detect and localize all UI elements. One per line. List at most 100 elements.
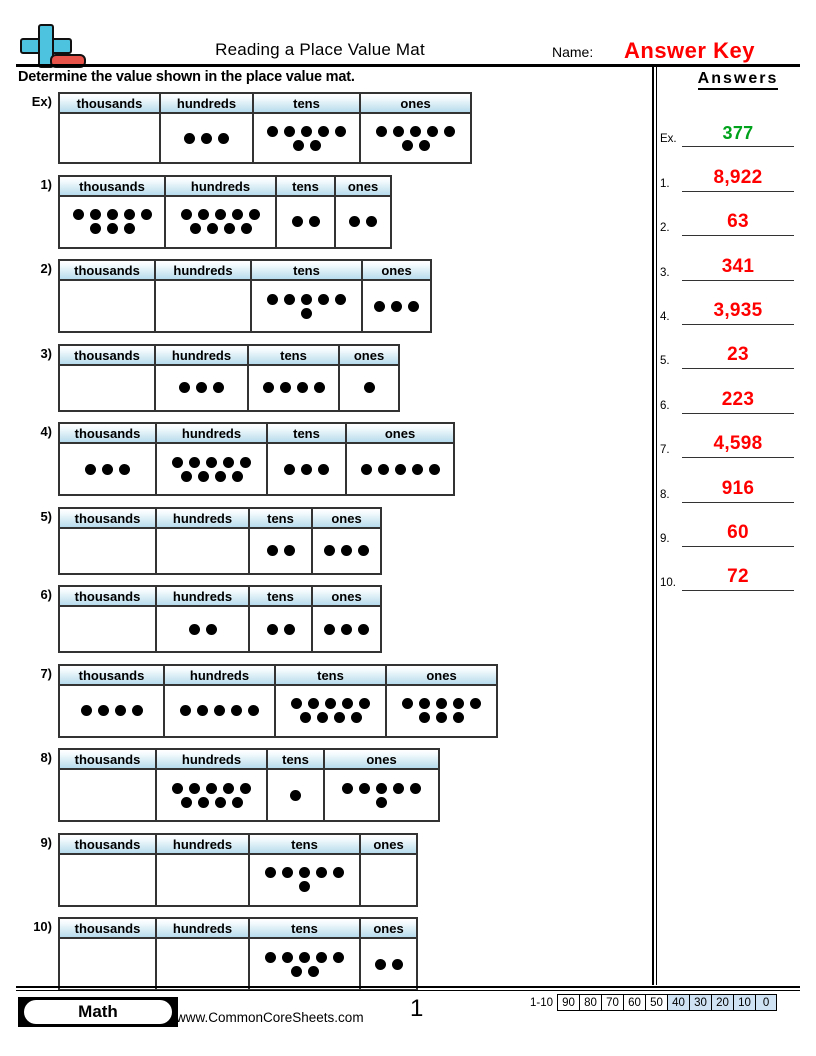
- mat-cell-thousands[interactable]: [60, 939, 157, 989]
- dot-group: [157, 770, 266, 820]
- mat-body-row: [60, 444, 453, 494]
- mat-cell-tens[interactable]: [277, 196, 336, 247]
- dot-row: [363, 957, 414, 971]
- dot-group: [60, 686, 163, 736]
- mat-cell-ones[interactable]: [313, 607, 380, 651]
- mat-cell-thousands[interactable]: [60, 685, 165, 736]
- answer-key-stamp: Answer Key: [624, 38, 755, 63]
- mat-cell-thousands[interactable]: [60, 770, 157, 820]
- mat-cell-ones[interactable]: [340, 365, 398, 410]
- mat-cell-tens[interactable]: [268, 770, 325, 820]
- mat-cell-hundreds[interactable]: [166, 196, 277, 247]
- place-value-dot: [470, 698, 481, 709]
- dot-row: [167, 704, 272, 718]
- mat-cell-hundreds[interactable]: [157, 607, 250, 651]
- dot-group: [340, 366, 398, 410]
- mat-cell-thousands[interactable]: [60, 114, 161, 162]
- mat-cell-hundreds[interactable]: [161, 114, 254, 162]
- dot-row: [159, 469, 264, 483]
- mat-cell-tens[interactable]: [252, 281, 363, 331]
- place-value-dot: [436, 698, 447, 709]
- score-box: 80: [579, 994, 602, 1011]
- mat-cell-thousands[interactable]: [60, 365, 156, 410]
- mat-cell-tens[interactable]: [250, 607, 313, 651]
- answer-number: 9.: [660, 532, 670, 545]
- mat-cell-ones[interactable]: [363, 281, 430, 331]
- mat-cell-tens[interactable]: [268, 444, 347, 494]
- mat-cell-ones[interactable]: [336, 196, 390, 247]
- mat-cell-tens[interactable]: [254, 114, 361, 162]
- mat-cell-tens[interactable]: [276, 685, 387, 736]
- mat-cell-tens[interactable]: [250, 939, 361, 989]
- mat-cell-ones[interactable]: [361, 114, 470, 162]
- place-value-dot: [301, 293, 312, 305]
- place-value-dot: [324, 623, 335, 635]
- mat-cell-ones[interactable]: [325, 770, 438, 820]
- mat-cell-thousands[interactable]: [60, 607, 157, 651]
- place-value-dot: [428, 463, 440, 475]
- answer-blank-line: [682, 412, 794, 414]
- place-value-dot: [290, 965, 302, 977]
- dot-row: [159, 795, 264, 809]
- answer-row: 7.4,598: [660, 415, 806, 459]
- mat-cell-thousands[interactable]: [60, 444, 157, 494]
- dot-group: [250, 939, 359, 989]
- problem-number: 4): [40, 424, 52, 439]
- dot-group: [387, 686, 496, 736]
- score-box: 10: [733, 994, 756, 1011]
- mat-header-hundreds: hundreds: [156, 345, 249, 366]
- mat-cell-thousands[interactable]: [60, 528, 157, 573]
- answer-row: 3.341: [660, 237, 806, 281]
- mat-cell-hundreds[interactable]: [157, 444, 268, 494]
- mat-cell-ones[interactable]: [361, 939, 416, 989]
- place-value-dot: [223, 782, 234, 794]
- dot-row: [62, 704, 161, 718]
- mat-cell-ones[interactable]: [313, 528, 380, 573]
- mat-cell-tens[interactable]: [250, 528, 313, 573]
- mat-cell-hundreds[interactable]: [156, 281, 252, 331]
- mat-cell-hundreds[interactable]: [157, 770, 268, 820]
- mat-cell-ones[interactable]: [347, 444, 453, 494]
- mat-cell-hundreds[interactable]: [157, 528, 250, 573]
- mat-cell-hundreds[interactable]: [157, 854, 250, 905]
- mat-cell-thousands[interactable]: [60, 854, 157, 905]
- problem-number: 7): [40, 665, 52, 681]
- dot-row: [349, 462, 451, 476]
- mat-header-ones: ones: [325, 750, 438, 770]
- mat-cell-hundreds[interactable]: [165, 685, 276, 736]
- place-value-dot: [189, 782, 200, 794]
- mat-cell-tens[interactable]: [250, 854, 361, 905]
- mat-header-ones: ones: [340, 345, 398, 366]
- answer-blank-line: [682, 457, 794, 459]
- place-value-dot: [267, 125, 278, 137]
- place-value-dot: [89, 209, 101, 220]
- mat-cell-thousands[interactable]: [60, 281, 156, 331]
- dot-row: [389, 711, 494, 725]
- mat-body-row: [60, 939, 416, 989]
- mat-cell-hundreds[interactable]: [157, 939, 250, 989]
- instructions-text: Determine the value shown in the place v…: [18, 69, 355, 85]
- mat-header-thousands: thousands: [60, 834, 157, 855]
- answer-blank-line: [682, 323, 794, 325]
- place-value-dot: [231, 705, 242, 716]
- mat-cell-ones[interactable]: [387, 685, 496, 736]
- answer-blank-line: [682, 279, 794, 281]
- place-value-dot: [358, 545, 369, 556]
- place-value-dot: [181, 209, 192, 220]
- dot-row: [62, 208, 162, 222]
- mat-cell-ones[interactable]: [361, 854, 416, 905]
- mat-cell-hundreds[interactable]: [156, 365, 249, 410]
- mat-cell-thousands[interactable]: [60, 196, 166, 247]
- name-label: Name:: [552, 44, 594, 60]
- mat-cell-tens[interactable]: [249, 365, 340, 410]
- place-value-dot: [318, 463, 329, 475]
- score-box: 60: [623, 994, 646, 1011]
- place-value-dot: [189, 223, 201, 234]
